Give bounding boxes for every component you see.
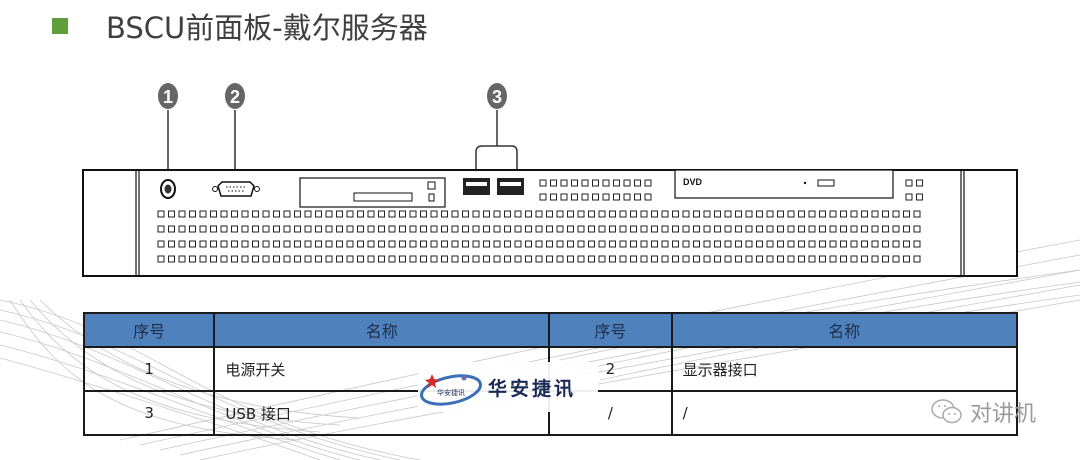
- column-header-name-2: 名称: [670, 312, 1019, 348]
- table-row: 3 USB 接口 / /: [82, 390, 1019, 436]
- slide-header: BSCU前面板-戴尔服务器: [52, 4, 428, 48]
- usb-port-icon: [463, 178, 524, 195]
- orbit-logo-icon: 华安捷讯: [420, 374, 482, 406]
- svg-text:DVD: DVD: [683, 177, 703, 187]
- port-description-table: 序号 名称 序号 名称 1 电源开关 2 显示器接口 3 USB 接口 / /: [82, 312, 1019, 436]
- cell-no: 3: [82, 390, 216, 436]
- svg-text:2: 2: [230, 87, 240, 107]
- svg-text:1: 1: [163, 87, 173, 107]
- column-header-no-2: 序号: [548, 312, 673, 348]
- column-header-no-1: 序号: [82, 312, 216, 348]
- vga-port-icon: [212, 181, 260, 197]
- callout-1-icon: 1: [158, 83, 178, 176]
- table-header-row: 序号 名称 序号 名称: [82, 312, 1019, 348]
- title-bullet-square: [52, 18, 68, 34]
- cell-name: USB 接口: [213, 390, 551, 436]
- svg-text:3: 3: [492, 87, 502, 107]
- column-header-name-1: 名称: [213, 312, 551, 348]
- callout-2-icon: 2: [225, 83, 245, 180]
- callout-3-icon: 3: [475, 83, 518, 175]
- cell-no: 1: [82, 346, 216, 392]
- vent-grille: [157, 179, 923, 263]
- server-front-panel-diagram: 1 2 3: [82, 83, 1018, 277]
- company-logo-watermark: 华安捷讯 华安捷讯: [418, 362, 598, 412]
- dvd-drive-icon: DVD: [674, 169, 894, 199]
- wechat-watermark: 对讲机: [930, 396, 1036, 428]
- logo-text: 华安捷讯: [488, 377, 577, 400]
- wechat-icon: [931, 399, 962, 424]
- slide-title: BSCU前面板-戴尔服务器: [106, 11, 428, 45]
- wechat-account-name: 对讲机: [970, 402, 1037, 427]
- svg-text:华安捷讯: 华安捷讯: [437, 388, 465, 397]
- power-button-icon: [160, 179, 176, 199]
- cell-name: 显示器接口: [670, 346, 1019, 392]
- media-bay-icon: [299, 177, 446, 208]
- cell-no: /: [548, 390, 673, 436]
